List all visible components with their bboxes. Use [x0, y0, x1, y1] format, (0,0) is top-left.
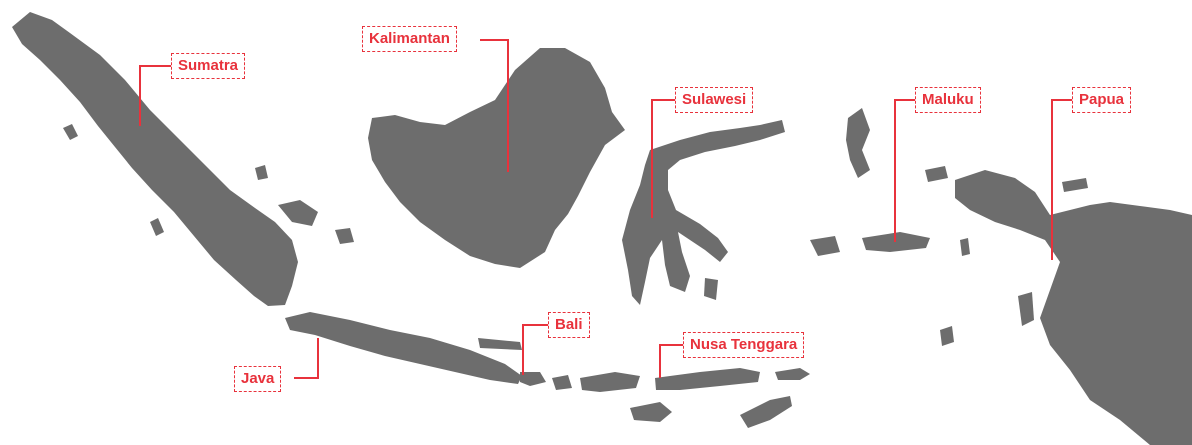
- island-sulawesi: [622, 120, 785, 305]
- island-nias: [63, 124, 78, 140]
- leader-line-papua: [1051, 99, 1072, 260]
- label-java[interactable]: Java: [234, 366, 282, 392]
- island-bangka: [278, 200, 318, 226]
- leader-lines: [139, 39, 1072, 379]
- label-maluku[interactable]: Maluku: [915, 87, 981, 113]
- leader-line-maluku: [894, 99, 915, 242]
- island-java: [285, 312, 522, 384]
- island-flores: [655, 368, 760, 390]
- label-nusa-tenggara[interactable]: Nusa Tenggara: [683, 332, 805, 358]
- leader-line-kalimantan: [480, 39, 509, 172]
- label-bali[interactable]: Bali: [548, 312, 590, 338]
- island-kei: [960, 238, 970, 256]
- island-buru: [810, 236, 840, 256]
- island-buton: [704, 278, 718, 300]
- island-timor: [740, 396, 792, 428]
- island-madura: [478, 338, 522, 350]
- leader-line-sulawesi: [651, 99, 675, 218]
- island-riau: [255, 165, 268, 180]
- island-lombok: [552, 375, 572, 390]
- island-alor: [775, 368, 810, 380]
- label-kalimantan[interactable]: Kalimantan: [362, 26, 457, 52]
- island-papua: [955, 170, 1192, 445]
- island-waigeo: [925, 166, 948, 182]
- landmass-group: [12, 12, 1192, 445]
- island-belitung: [335, 228, 354, 244]
- island-tanimbar: [940, 326, 954, 346]
- island-sumatra: [12, 12, 298, 306]
- island-halmahera: [846, 108, 870, 178]
- leader-line-sumatra: [139, 65, 171, 126]
- island-aru: [1018, 292, 1034, 326]
- label-sumatra[interactable]: Sumatra: [171, 53, 246, 79]
- leader-line-nusa-tenggara: [659, 344, 683, 378]
- island-sumba: [630, 402, 672, 422]
- leader-line-java: [294, 338, 319, 379]
- label-papua[interactable]: Papua: [1072, 87, 1132, 113]
- island-bali: [520, 372, 546, 386]
- island-biak: [1062, 178, 1088, 192]
- leader-line-bali: [522, 324, 548, 375]
- island-mentawai: [150, 218, 164, 236]
- island-sumbawa: [580, 372, 640, 392]
- island-kalimantan: [368, 48, 625, 268]
- label-sulawesi[interactable]: Sulawesi: [675, 87, 754, 113]
